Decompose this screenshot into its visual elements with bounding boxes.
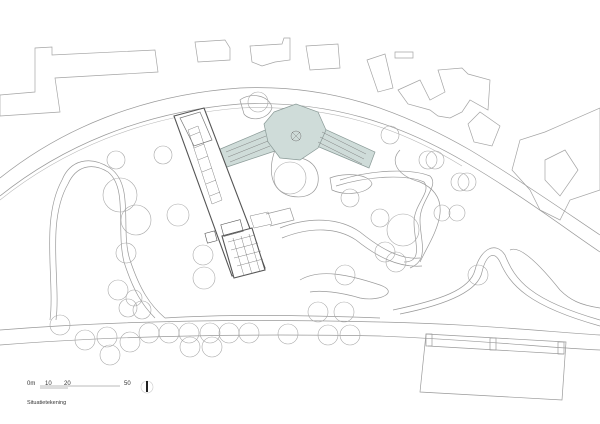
scale-bar bbox=[40, 385, 120, 389]
north-arrow-icon bbox=[140, 380, 154, 394]
main-building bbox=[173, 107, 295, 279]
scale-label-10: 10 bbox=[45, 381, 52, 387]
surrounding-buildings bbox=[0, 37, 600, 221]
scale-label-50: 50 bbox=[124, 381, 131, 387]
trees bbox=[49, 91, 489, 366]
scale-label-0m: 0m bbox=[27, 381, 36, 387]
sports-field bbox=[419, 333, 567, 401]
drawing-caption: Situatietekening bbox=[27, 400, 67, 406]
lower-road bbox=[0, 320, 600, 351]
existing-building bbox=[217, 103, 376, 169]
scale-label-20: 20 bbox=[64, 381, 71, 387]
park-paths bbox=[49, 95, 600, 327]
